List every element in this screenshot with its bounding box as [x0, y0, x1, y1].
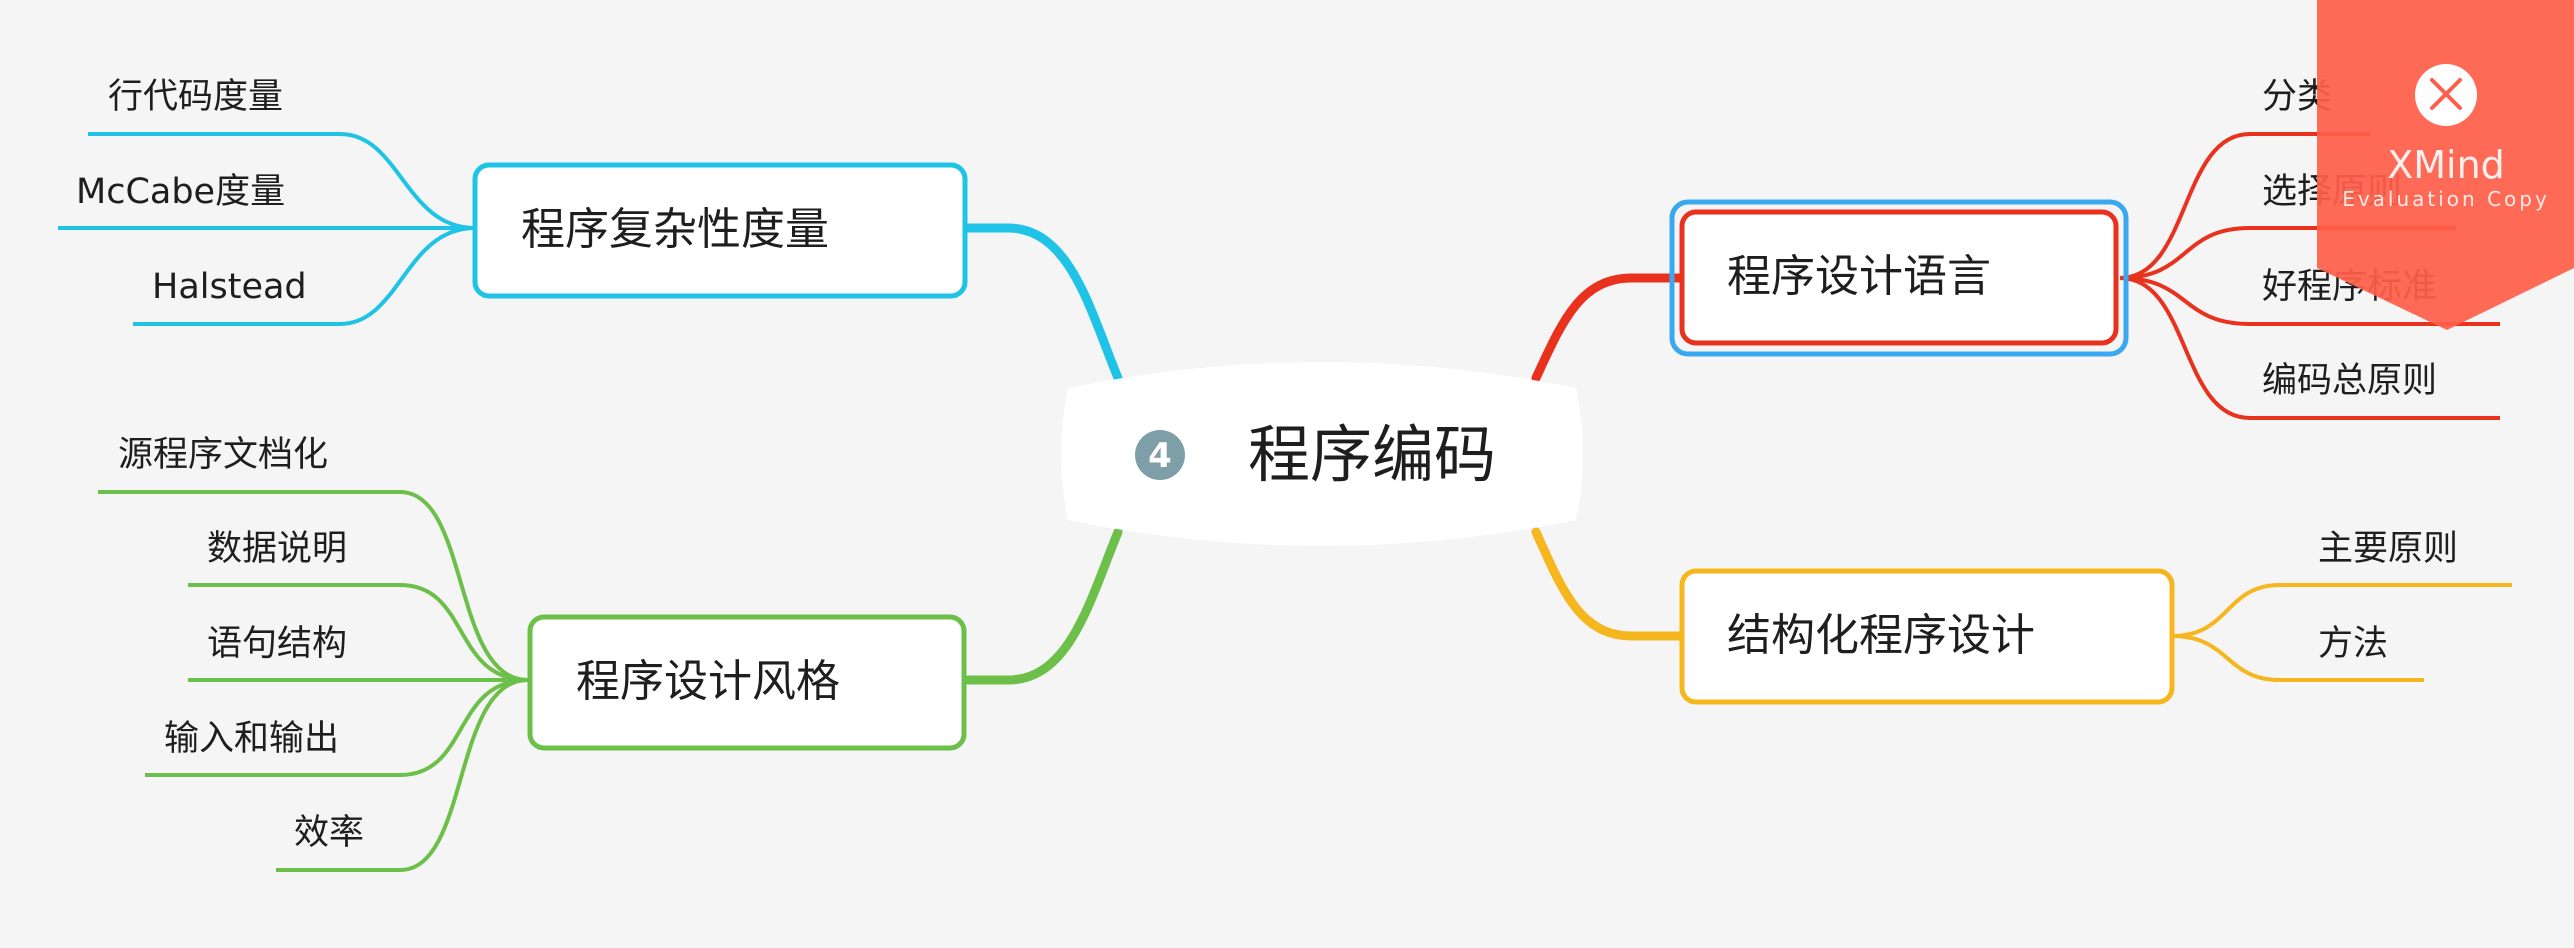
leaf-label[interactable]: McCabe度量: [76, 172, 285, 212]
leaf-label[interactable]: 语句结构: [207, 624, 347, 664]
leaf-label[interactable]: 主要原则: [2318, 529, 2458, 569]
leaf-label[interactable]: 源程序文档化: [118, 435, 328, 475]
complexity-leaves: 行代码度量 McCabe度量 Halstead: [58, 77, 476, 326]
structured-leaves: 主要原则 方法: [2171, 529, 2512, 682]
priority-marker: [1135, 430, 1185, 480]
leaf-label[interactable]: 编码总原则: [2262, 361, 2437, 401]
branch-label: 程序复杂性度量: [521, 204, 829, 255]
watermark-brand: XMind: [2387, 143, 2505, 187]
xmind-watermark: XMind Evaluation Copy: [2317, 0, 2574, 330]
connector-style: [963, 527, 1123, 685]
leaf-line: [145, 678, 529, 777]
leaf-label[interactable]: 效率: [294, 813, 364, 853]
branch-node-style[interactable]: 程序设计风格: [527, 614, 967, 751]
priority-marker-number: 4: [1148, 436, 1172, 476]
connector-complexity: [963, 223, 1123, 383]
branch-box: [472, 162, 968, 299]
leaf-label[interactable]: 行代码度量: [108, 77, 283, 117]
leaf-line: [2119, 276, 2500, 420]
root-label: 程序编码: [1248, 418, 1496, 491]
leaf-line: [88, 132, 476, 230]
leaf-line: [98, 490, 529, 682]
root-shape: [1061, 362, 1583, 546]
leaf-line: [2119, 276, 2500, 326]
branch-box: [527, 614, 967, 751]
branch-label: 程序设计风格: [576, 656, 840, 707]
leaf-line: [133, 226, 476, 326]
root-node[interactable]: 4 程序编码: [1061, 362, 1583, 546]
style-leaves: 源程序文档化 数据说明 语句结构 输入和输出 效率: [98, 435, 529, 872]
leaf-line: [2119, 132, 2370, 280]
branch-node-complexity[interactable]: 程序复杂性度量: [472, 162, 968, 299]
leaf-label[interactable]: 输入和输出: [164, 719, 339, 759]
leaf-label[interactable]: Halstead: [152, 267, 307, 307]
watermark-caption: Evaluation Copy: [2342, 187, 2550, 211]
selection-outline: [1669, 199, 2129, 357]
leaf-line: [188, 583, 529, 682]
leaf-line: [2171, 583, 2512, 638]
branch-label: 结构化程序设计: [1727, 610, 2035, 661]
connector-structured: [1531, 527, 1685, 641]
watermark-ribbon: [2317, 0, 2574, 330]
leaf-line: [2119, 226, 2456, 280]
leaf-label[interactable]: 方法: [2318, 624, 2388, 664]
leaf-line: [276, 678, 529, 872]
branch-label: 程序设计语言: [1727, 251, 1991, 302]
leaf-line: [2171, 634, 2424, 682]
connector-language: [1531, 273, 1685, 383]
leaf-label[interactable]: 数据说明: [207, 529, 347, 569]
branch-box: [1679, 568, 2175, 705]
branch-box: [1679, 209, 2119, 346]
xmind-logo-cross: [2430, 78, 2462, 110]
branch-node-language[interactable]: 程序设计语言: [1669, 199, 2129, 357]
branch-node-structured[interactable]: 结构化程序设计: [1679, 568, 2175, 705]
